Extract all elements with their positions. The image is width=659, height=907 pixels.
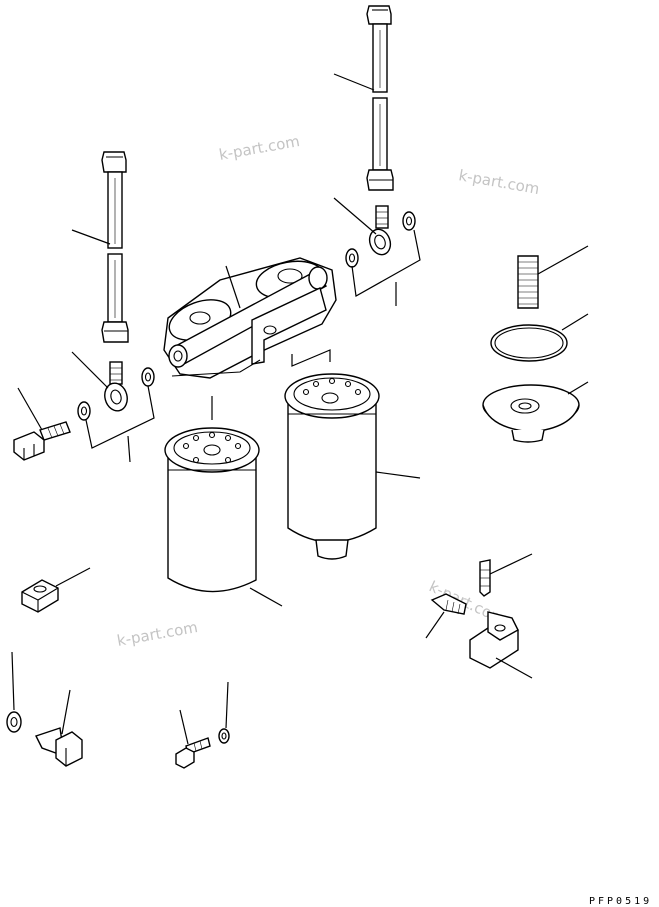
washer bbox=[345, 248, 359, 268]
washer bbox=[6, 711, 22, 733]
washer bbox=[77, 401, 91, 421]
filter-head bbox=[163, 257, 337, 379]
filter-cartridge-left bbox=[164, 427, 260, 593]
washer bbox=[218, 728, 230, 744]
leader-lines bbox=[11, 73, 589, 745]
banjo-fitting-left bbox=[104, 361, 128, 412]
watermark: k-part.com bbox=[457, 166, 541, 198]
filter-bowl bbox=[482, 384, 580, 443]
drawing-code: PFP0519 bbox=[589, 896, 652, 907]
o-ring bbox=[490, 324, 568, 362]
bracket bbox=[430, 559, 519, 669]
small-bolt bbox=[175, 737, 211, 769]
watermark: k-part.com bbox=[218, 132, 302, 164]
fuel-pipe-upper bbox=[366, 5, 394, 191]
filter-cartridge-right bbox=[284, 373, 380, 560]
washer bbox=[141, 367, 155, 387]
hex-bolt bbox=[13, 421, 71, 461]
drain-plug bbox=[35, 727, 83, 767]
washer bbox=[402, 211, 416, 231]
fuel-pipe-left bbox=[101, 151, 129, 343]
hex-nut bbox=[21, 579, 59, 613]
threaded-stud bbox=[517, 255, 539, 309]
watermark: k-part.com bbox=[116, 618, 200, 650]
banjo-fitting-upper bbox=[368, 205, 392, 256]
